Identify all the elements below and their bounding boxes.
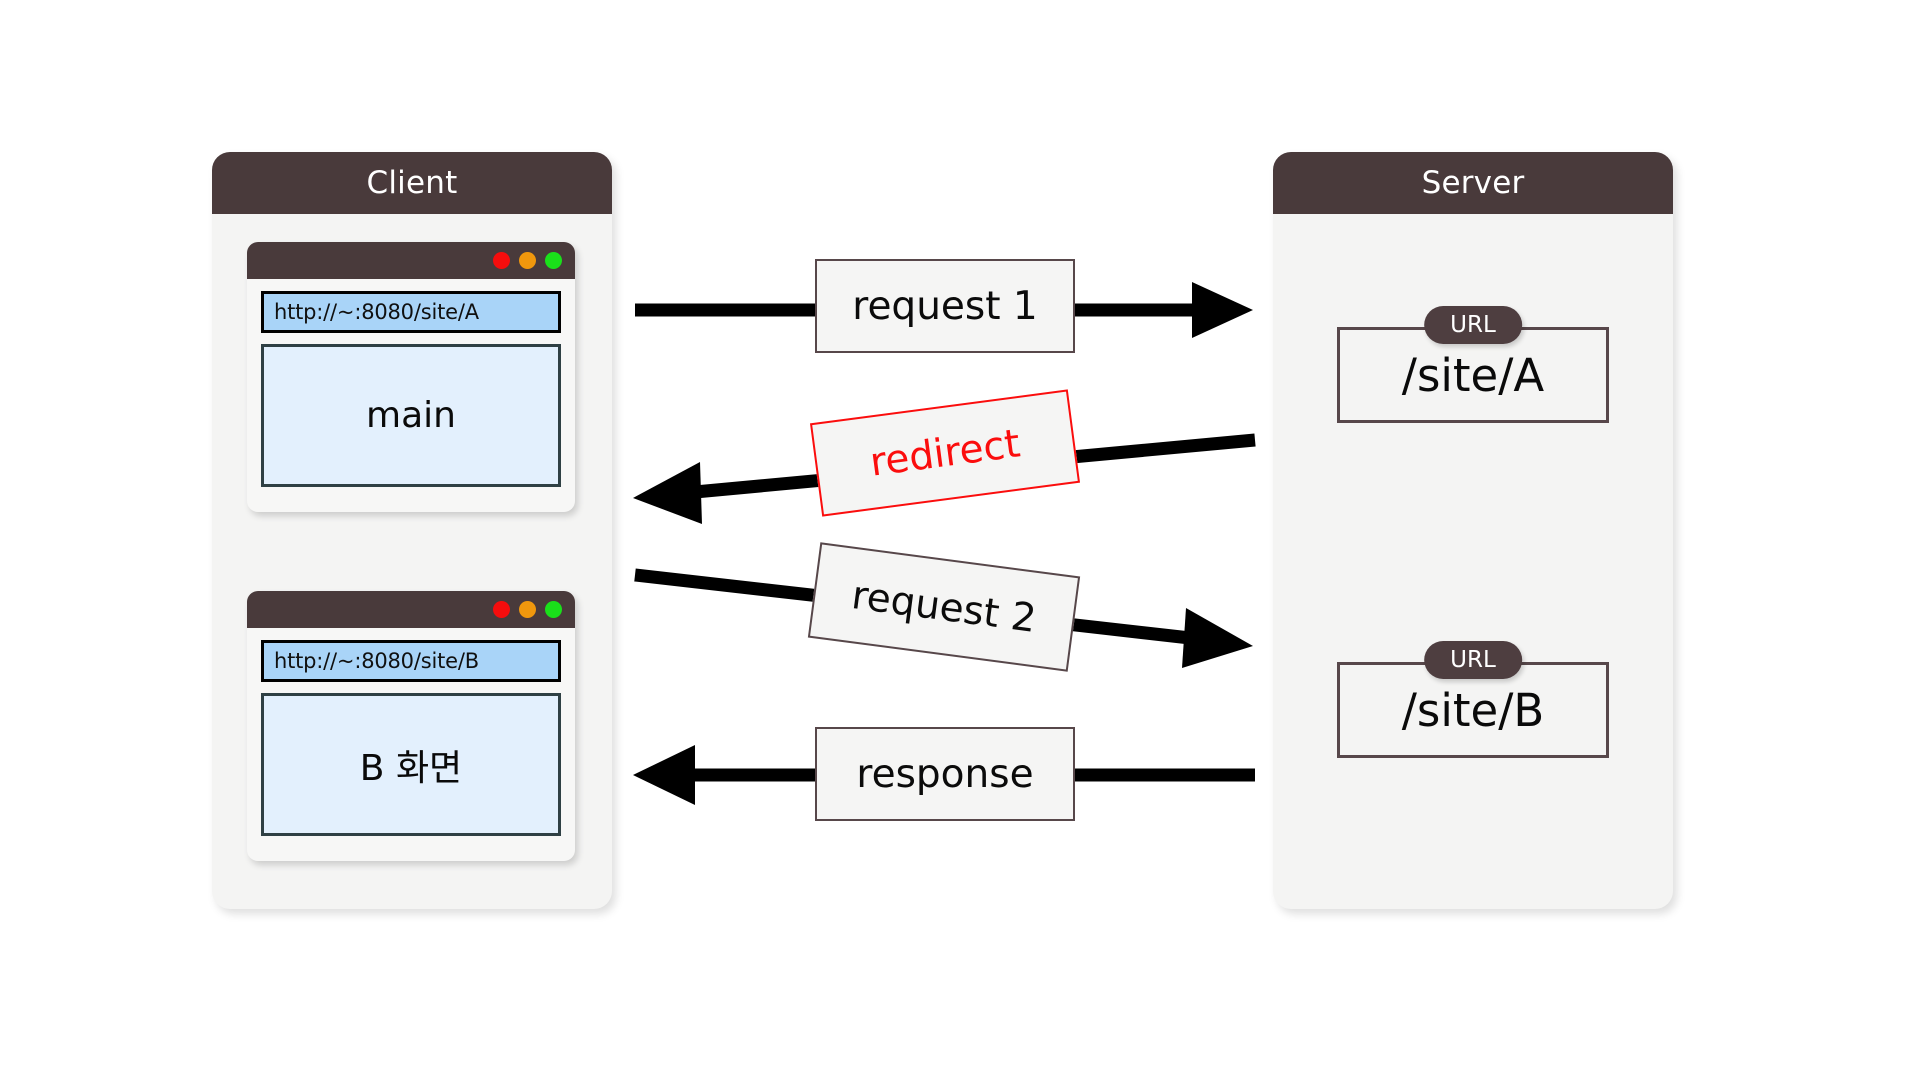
server-endpoint-a: URL /site/A [1337,306,1609,423]
arrow-label-request-2: request 2 [807,542,1081,672]
close-dot-icon[interactable] [493,601,510,618]
maximize-dot-icon[interactable] [545,252,562,269]
client-panel-title: Client [212,152,612,214]
browser-window-a[interactable]: http://~:8080/site/A main [247,242,575,512]
server-panel: Server URL /site/A URL /site/B [1273,152,1673,909]
minimize-dot-icon[interactable] [519,601,536,618]
browser-window-b[interactable]: http://~:8080/site/B B 화면 [247,591,575,861]
client-panel: Client http://~:8080/site/A main http://… [212,152,612,909]
browser-a-titlebar [247,242,575,279]
arrow-label-redirect: redirect [809,389,1081,517]
arrow-label-response: response [815,727,1075,821]
url-badge: URL [1424,306,1522,345]
url-badge: URL [1424,641,1522,680]
server-endpoint-b-path: /site/B [1401,683,1545,737]
browser-b-body: http://~:8080/site/B B 화면 [247,628,575,836]
browser-b-viewport: B 화면 [261,693,561,836]
address-bar-b[interactable]: http://~:8080/site/B [261,640,561,682]
address-bar-a[interactable]: http://~:8080/site/A [261,291,561,333]
browser-a-viewport: main [261,344,561,487]
minimize-dot-icon[interactable] [519,252,536,269]
server-endpoint-b: URL /site/B [1337,641,1609,758]
maximize-dot-icon[interactable] [545,601,562,618]
server-panel-title: Server [1273,152,1673,214]
browser-a-body: http://~:8080/site/A main [247,279,575,487]
server-endpoint-a-path: /site/A [1401,348,1545,402]
browser-b-titlebar [247,591,575,628]
close-dot-icon[interactable] [493,252,510,269]
arrow-label-request-1: request 1 [815,259,1075,353]
